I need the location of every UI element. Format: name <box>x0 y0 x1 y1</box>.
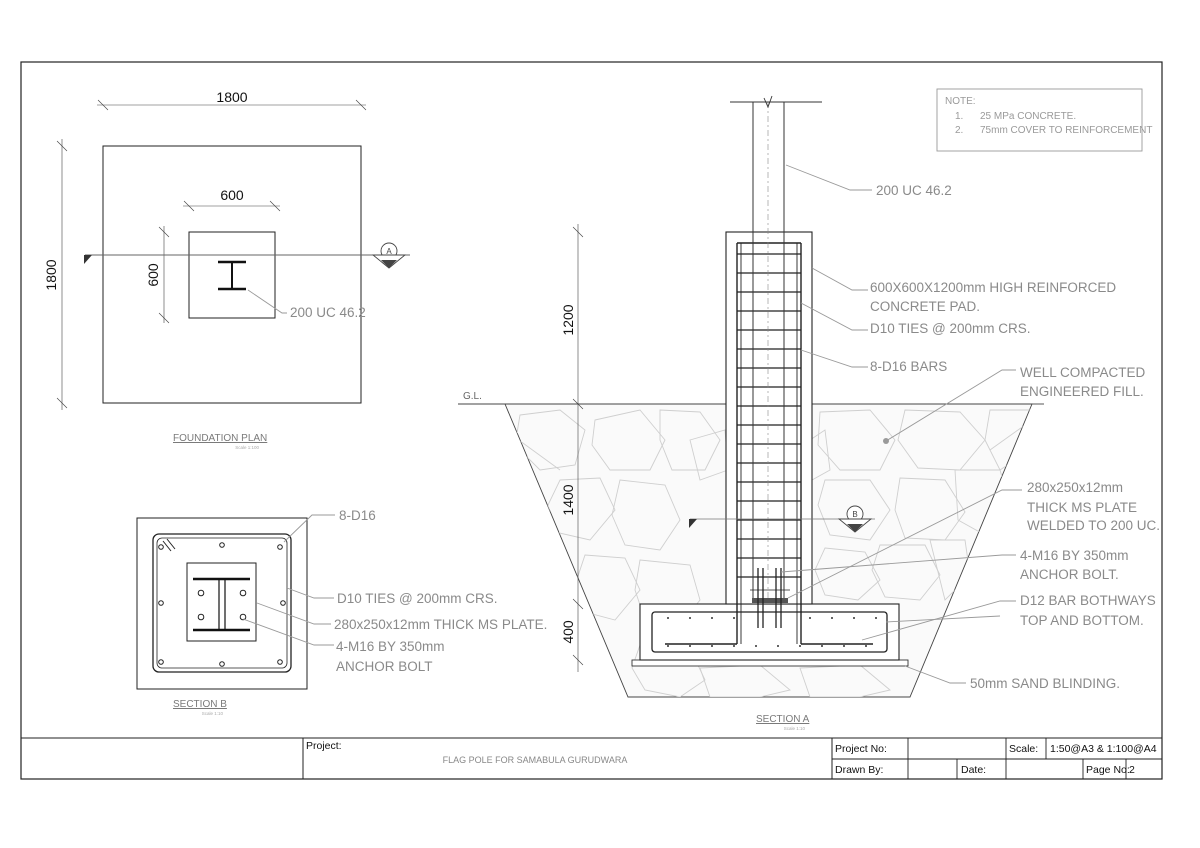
section-marker-b: B <box>852 510 857 519</box>
plan-dim-width: 1800 <box>97 89 367 111</box>
section-b-bolts <box>197 589 247 621</box>
date-label: Date: <box>961 764 986 776</box>
section-b-bolt-label-1: 4-M16 BY 350mm <box>336 639 445 654</box>
plan-column-icon <box>218 260 246 291</box>
section-b-plate <box>186 562 257 642</box>
plate-label-3: WELDED TO 200 UC. <box>1027 518 1160 533</box>
column-label: 200 UC 46.2 <box>876 183 952 198</box>
base-bar-dots <box>667 617 877 647</box>
section-b-bars <box>158 542 286 667</box>
plan-column-leader <box>247 289 287 314</box>
plan-dim-height: 1800 <box>43 139 68 410</box>
project-label: Project: <box>306 740 342 752</box>
page-no-label: Page No: <box>1086 764 1130 776</box>
bolt-label-1: 4-M16 BY 350mm <box>1020 548 1129 563</box>
plate-label-1: 280x250x12mm <box>1027 480 1123 495</box>
anchor-bolts <box>750 568 790 628</box>
pad-label-1: 600X600X1200mm HIGH REINFORCED <box>870 280 1116 295</box>
plan-title: FOUNDATION PLAN <box>173 433 267 444</box>
fill-label-2: ENGINEERED FILL. <box>1020 384 1144 399</box>
section-b-title: SECTION B <box>173 699 227 710</box>
section-a-scale: Scale 1:10 <box>784 726 806 731</box>
steel-column <box>730 95 822 598</box>
sand-label: 50mm SAND BLINDING. <box>970 676 1120 691</box>
ties-group <box>737 253 801 578</box>
pad-label-2: CONCRETE PAD. <box>870 299 980 314</box>
dim-below-ground: 1400 <box>560 484 576 515</box>
project-name: FLAG POLE FOR SAMABULA GURUDWARA <box>443 755 628 765</box>
base-reinforcement <box>651 611 888 653</box>
note-2-text: 75mm COVER TO REINFORCEMENT <box>980 125 1152 136</box>
section-b-ties-label: D10 TIES @ 200mm CRS. <box>337 591 498 606</box>
dim-base: 400 <box>560 620 576 644</box>
sheet-border <box>20 61 1163 780</box>
sand-blinding <box>631 659 909 667</box>
note-1-text: 25 MPa CONCRETE. <box>980 111 1076 122</box>
fill-label-1: WELL COMPACTED <box>1020 365 1146 380</box>
plan-height-label: 1800 <box>43 259 59 290</box>
section-b-column-icon <box>193 577 250 632</box>
section-b-bars-label: 8-D16 <box>339 508 376 523</box>
ties-label: D10 TIES @ 200mm CRS. <box>870 321 1031 336</box>
page-no-value: 2 <box>1129 764 1135 776</box>
bolt-label-2: ANCHOR BOLT. <box>1020 567 1119 582</box>
plate-label-2: THICK MS PLATE <box>1027 500 1137 515</box>
bars-label: 8-D16 BARS <box>870 359 947 374</box>
bothways-label-2: TOP AND BOTTOM. <box>1020 613 1144 628</box>
title-block: Project: FLAG POLE FOR SAMABULA GURUDWAR… <box>21 737 1162 779</box>
section-a: G.L. <box>458 95 1160 731</box>
foundation-plan: 1800 1800 600 600 <box>43 89 410 450</box>
note-2-num: 2. <box>955 125 963 136</box>
drawn-by-label: Drawn By: <box>835 764 883 776</box>
notes-box: NOTE: 1. 25 MPa CONCRETE. 2. 75mm COVER … <box>936 88 1152 152</box>
section-b-ties <box>152 533 292 673</box>
plan-outline <box>102 145 362 404</box>
base-slab <box>639 603 900 661</box>
notes-heading: NOTE: <box>945 96 976 107</box>
pad-dim-height: 600 <box>145 226 170 324</box>
pad-height-label: 600 <box>145 263 161 287</box>
dim-above-ground: 1200 <box>560 304 576 335</box>
plan-width-label: 1800 <box>216 89 247 105</box>
plan-column-label: 200 UC 46.2 <box>290 305 366 320</box>
section-b-scale: Scale 1:10 <box>202 711 224 716</box>
pad-dim-width: 600 <box>183 187 281 212</box>
plan-scale: Scale 1:100 <box>235 445 259 450</box>
ground-level-label: G.L. <box>463 391 482 402</box>
section-a-dims: 1200 1400 400 <box>560 224 584 672</box>
section-b-bolt-label-2: ANCHOR BOLT <box>336 659 433 674</box>
project-no-label: Project No: <box>835 743 887 755</box>
section-cut-b: B <box>689 505 875 533</box>
section-cut-a: A <box>84 242 410 269</box>
pad-width-label: 600 <box>220 187 244 203</box>
ms-plate <box>752 598 788 603</box>
bothways-label-1: D12 BAR BOTHWAYS <box>1020 593 1156 608</box>
section-marker-a: A <box>386 247 392 256</box>
scale-label: Scale: <box>1009 743 1038 755</box>
plan-pad <box>188 231 276 319</box>
section-a-title: SECTION A <box>756 714 810 725</box>
scale-value: 1:50@A3 & 1:100@A4 <box>1050 743 1157 755</box>
section-b-plate-label: 280x250x12mm THICK MS PLATE. <box>334 617 547 632</box>
note-1-num: 1. <box>955 111 963 122</box>
concrete-pad <box>725 231 813 605</box>
section-b-outline <box>136 517 308 690</box>
section-b: 8-D16 D10 TIES @ 200mm CRS. 280x250x12mm… <box>136 508 547 716</box>
